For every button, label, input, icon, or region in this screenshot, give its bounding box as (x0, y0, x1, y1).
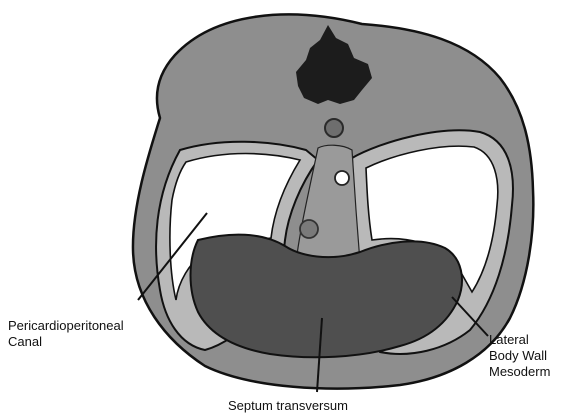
label-lateral-line2: Body Wall (489, 348, 550, 364)
label-lateral-line1: Lateral (489, 332, 550, 348)
notochord-dot (325, 119, 343, 137)
label-pericardioperitoneal-canal: Pericardioperitoneal Canal (8, 318, 124, 350)
vessel-dot-lower (300, 220, 318, 238)
vessel-dot-white (335, 171, 349, 185)
label-septum-transversum: Septum transversum (228, 398, 348, 414)
label-pericardioperitoneal-line2: Canal (8, 334, 124, 350)
label-lateral-line3: Mesoderm (489, 364, 550, 380)
label-lateral-body-wall-mesoderm: Lateral Body Wall Mesoderm (489, 332, 550, 380)
label-pericardioperitoneal-line1: Pericardioperitoneal (8, 318, 124, 334)
